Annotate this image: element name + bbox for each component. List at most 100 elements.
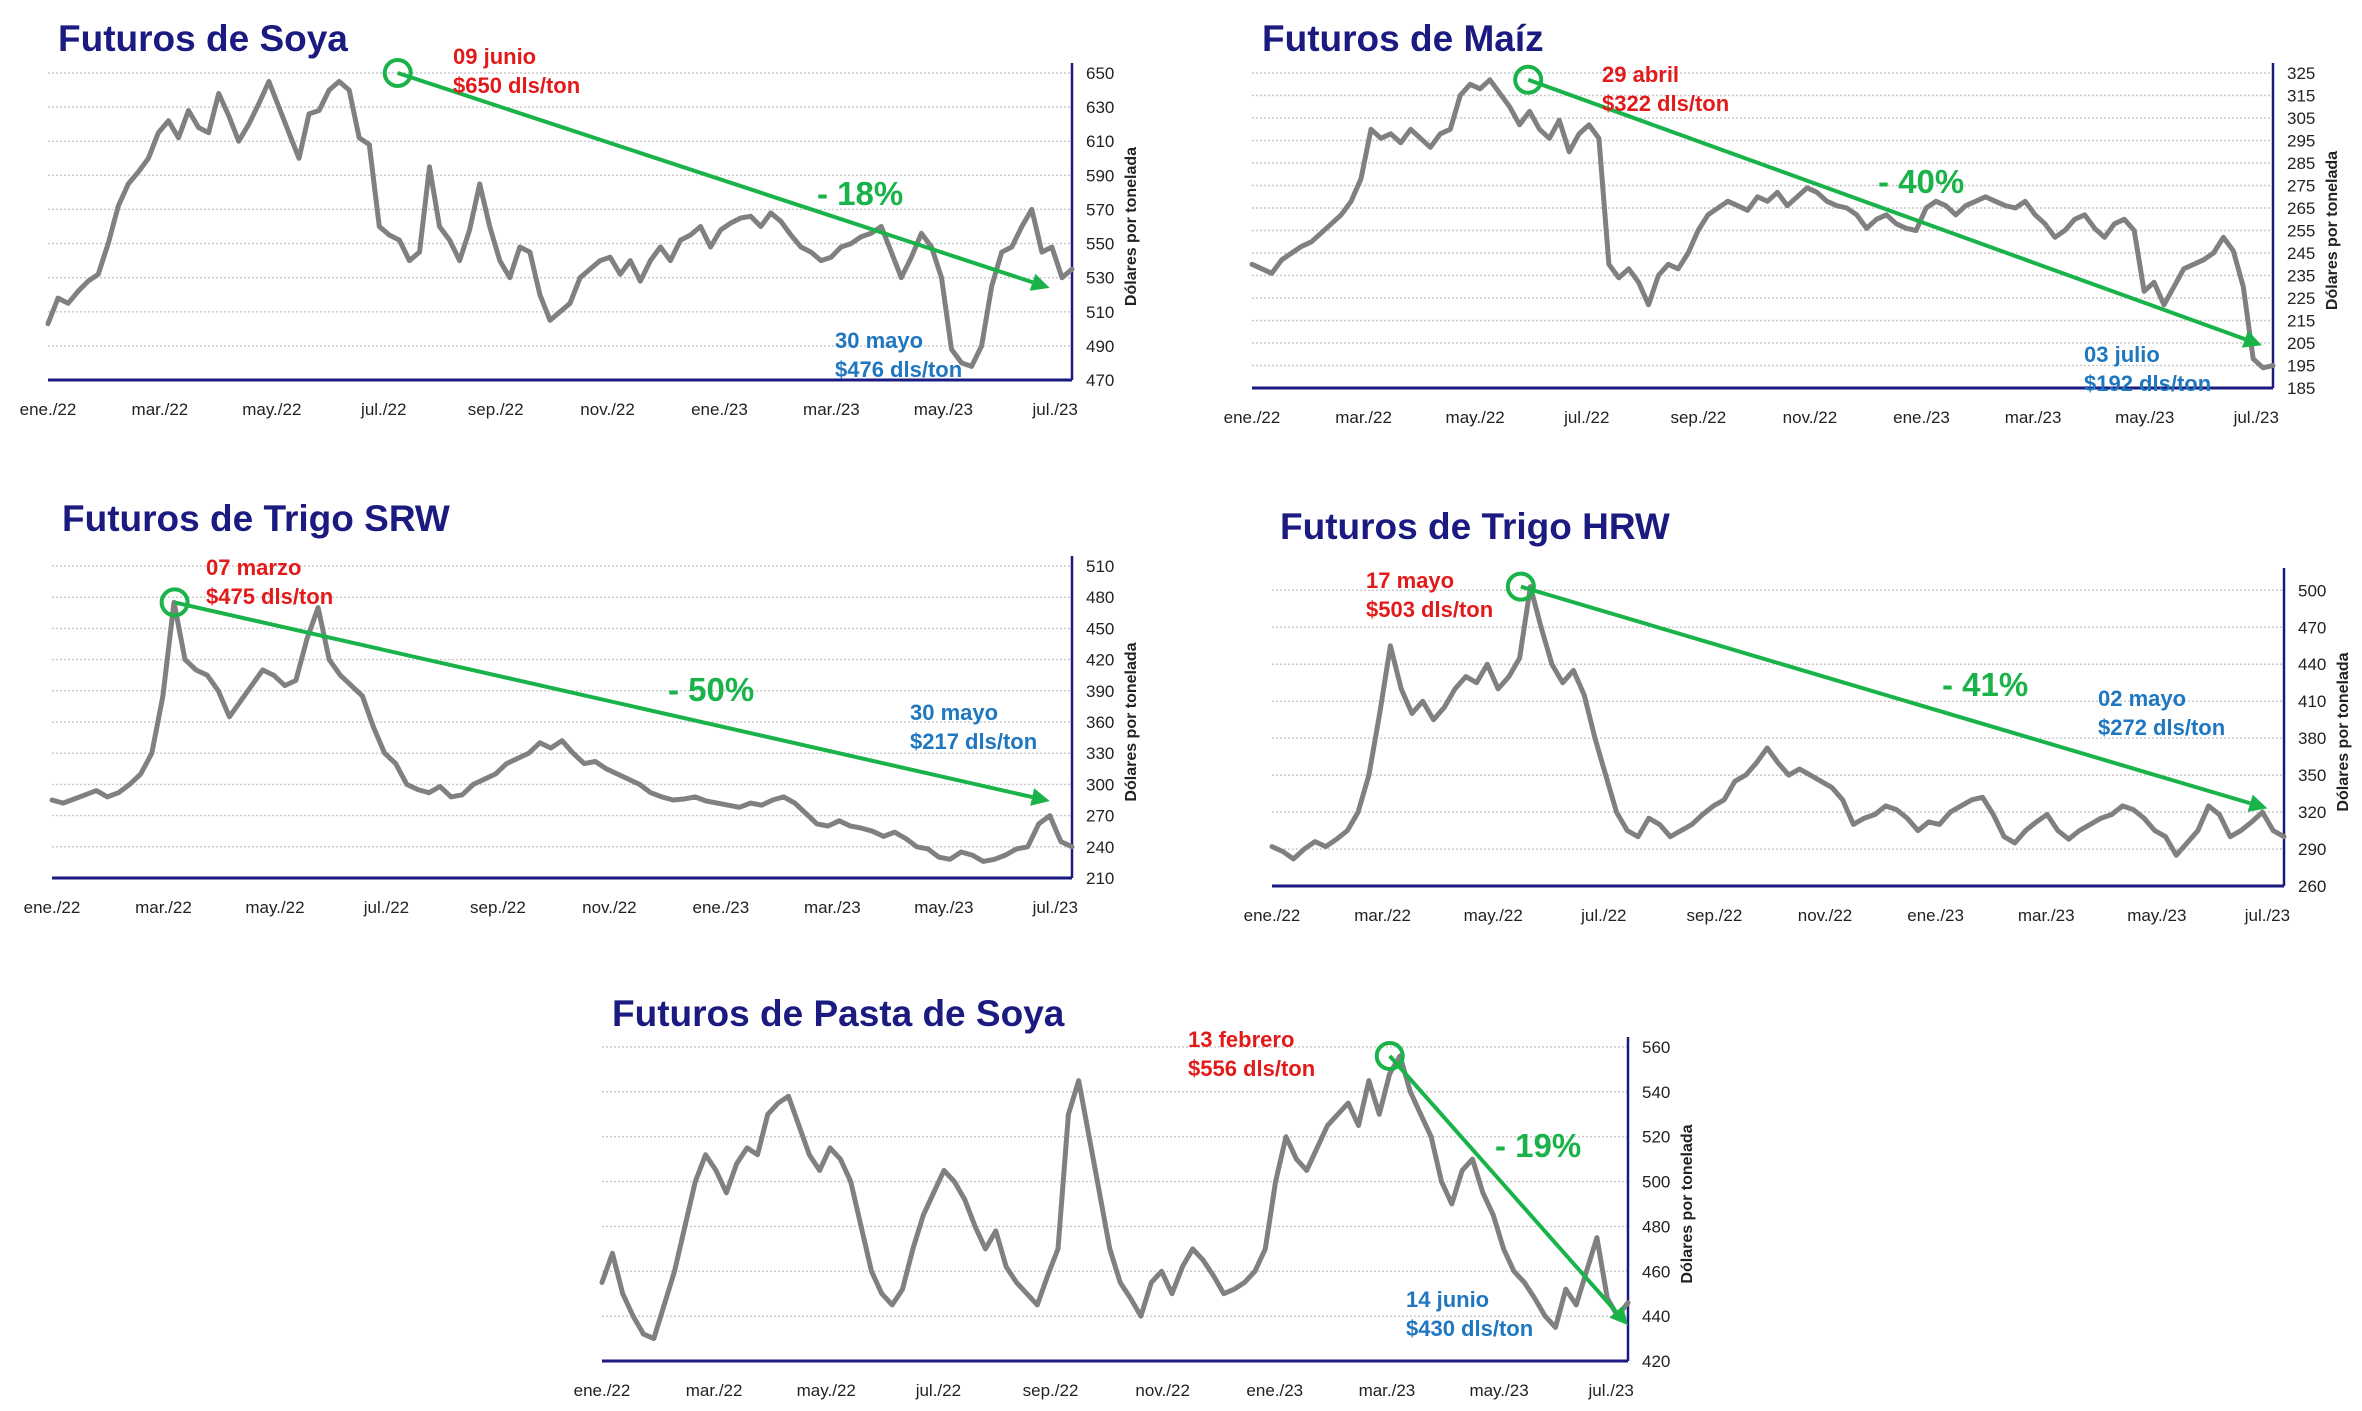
x-tick-label: jul./23	[1587, 1381, 1633, 1400]
peak-annotation: 17 mayo $503 dls/ton	[1366, 566, 1493, 624]
x-tick-label: may./22	[1464, 906, 1523, 925]
low-price: $430 dls/ton	[1406, 1316, 1534, 1341]
x-tick-label: ene./22	[20, 400, 77, 419]
x-tick-label: jul./22	[363, 898, 409, 917]
y-tick-label: 540	[1642, 1083, 1670, 1102]
y-tick-label: 295	[2287, 132, 2315, 151]
y-tick-label: 330	[1086, 744, 1114, 763]
low-date: 30 mayo	[910, 700, 999, 725]
y-tick-label: 510	[1086, 557, 1114, 576]
series-line	[1249, 77, 2276, 371]
x-tick-label: ene./22	[24, 898, 81, 917]
x-tick-label: nov./22	[1783, 408, 1838, 427]
x-tick-label: nov./22	[580, 400, 635, 419]
x-tick-label: may./22	[797, 1381, 856, 1400]
x-tick-label: ene./23	[1246, 1381, 1303, 1400]
peak-marker	[382, 58, 413, 88]
y-tick-label: 550	[1086, 235, 1114, 254]
peak-price: $556 dls/ton	[1188, 1056, 1316, 1081]
peak-marker	[159, 587, 190, 618]
series-line	[49, 599, 1075, 864]
y-tick-label: 320	[2298, 803, 2326, 822]
y-tick-label: 650	[1086, 64, 1114, 83]
peak-price: $503 dls/ton	[1366, 597, 1494, 622]
peak-date: 13 febrero	[1188, 1027, 1295, 1052]
x-tick-label: mar./22	[1354, 906, 1411, 925]
x-tick-label: may./22	[1446, 408, 1505, 427]
y-tick-label: 390	[1086, 682, 1114, 701]
y-tick-label: 570	[1086, 200, 1114, 219]
chart-title: Futuros de Trigo SRW	[62, 498, 450, 539]
x-tick-label: mar./23	[804, 898, 861, 917]
y-tick-label: 185	[2287, 379, 2315, 398]
trend-arrow-line	[1527, 77, 2246, 342]
low-date: 02 mayo	[2098, 686, 2187, 711]
x-tick-label: ene./23	[1893, 408, 1950, 427]
peak-marker	[1374, 1040, 1405, 1071]
y-tick-label: 590	[1086, 166, 1114, 185]
change-label: - 41%	[1942, 666, 2029, 703]
y-tick-label: 225	[2287, 289, 2315, 308]
y-tick-label: 420	[1642, 1352, 1670, 1371]
trend-arrowhead	[1030, 788, 1050, 806]
x-tick-label: jul./23	[1032, 400, 1078, 419]
x-tick-label: sep./22	[1687, 906, 1743, 925]
y-tick-label: 240	[1086, 838, 1114, 857]
y-tick-label: 245	[2287, 244, 2315, 263]
peak-annotation: 29 abril $322 dls/ton	[1602, 60, 1729, 118]
y-axis-label: Dólares por tonelada	[1123, 642, 1140, 801]
y-tick-label: 480	[1642, 1217, 1670, 1236]
x-tick-label: may./23	[1469, 1381, 1528, 1400]
peak-price: $322 dls/ton	[1602, 91, 1730, 116]
x-tick-label: ene./23	[1907, 906, 1964, 925]
chart-title: Futuros de Trigo HRW	[1280, 506, 1670, 547]
y-tick-label: 290	[2298, 840, 2326, 859]
x-tick-label: mar./23	[2018, 906, 2075, 925]
y-axis-label: Dólares por tonelada	[2324, 151, 2341, 310]
trend-arrow-line	[397, 71, 1034, 285]
chart-canvas: 1851952052152252352452552652752852953053…	[1224, 63, 2341, 427]
x-tick-label: nov./22	[582, 898, 637, 917]
peak-price: $475 dls/ton	[206, 584, 334, 609]
x-tick-label: mar./23	[2005, 408, 2062, 427]
y-tick-label: 470	[1086, 371, 1114, 390]
series-line	[1269, 584, 2287, 862]
low-annotation: 30 mayo $217 dls/ton	[910, 698, 1037, 756]
x-tick-label: jul./22	[915, 1381, 961, 1400]
y-tick-label: 500	[1642, 1173, 1670, 1192]
y-tick-label: 380	[2298, 729, 2326, 748]
y-tick-label: 270	[1086, 807, 1114, 826]
peak-marker	[1513, 64, 1544, 95]
y-tick-label: 205	[2287, 334, 2315, 353]
x-tick-label: mar./22	[1335, 408, 1392, 427]
y-tick-label: 520	[1642, 1128, 1670, 1147]
y-tick-label: 305	[2287, 109, 2315, 128]
x-tick-label: mar./22	[132, 400, 189, 419]
trend-arrowhead	[2247, 794, 2268, 812]
y-tick-label: 300	[1086, 775, 1114, 794]
change-label: - 19%	[1495, 1127, 1582, 1164]
x-tick-label: mar./22	[135, 898, 192, 917]
change-label: - 18%	[817, 175, 904, 212]
y-tick-label: 440	[1642, 1307, 1670, 1326]
y-tick-label: 460	[1642, 1262, 1670, 1281]
low-date: 30 mayo	[835, 328, 924, 353]
y-tick-label: 195	[2287, 357, 2315, 376]
chart-canvas: 210240270300330360390420450480510Dólares…	[24, 556, 1140, 917]
x-tick-label: jul./23	[2233, 408, 2279, 427]
y-tick-label: 420	[1086, 651, 1114, 670]
change-label: - 40%	[1878, 163, 1965, 200]
x-tick-label: sep./22	[468, 400, 524, 419]
low-annotation: 30 mayo $476 dls/ton	[835, 326, 962, 384]
peak-annotation: 13 febrero $556 dls/ton	[1188, 1025, 1315, 1083]
trend-arrowhead	[1029, 273, 1050, 291]
y-tick-label: 325	[2287, 64, 2315, 83]
x-tick-label: ene./22	[574, 1381, 631, 1400]
peak-annotation: 09 junio $650 dls/ton	[453, 42, 580, 100]
low-annotation: 02 mayo $272 dls/ton	[2098, 684, 2225, 742]
